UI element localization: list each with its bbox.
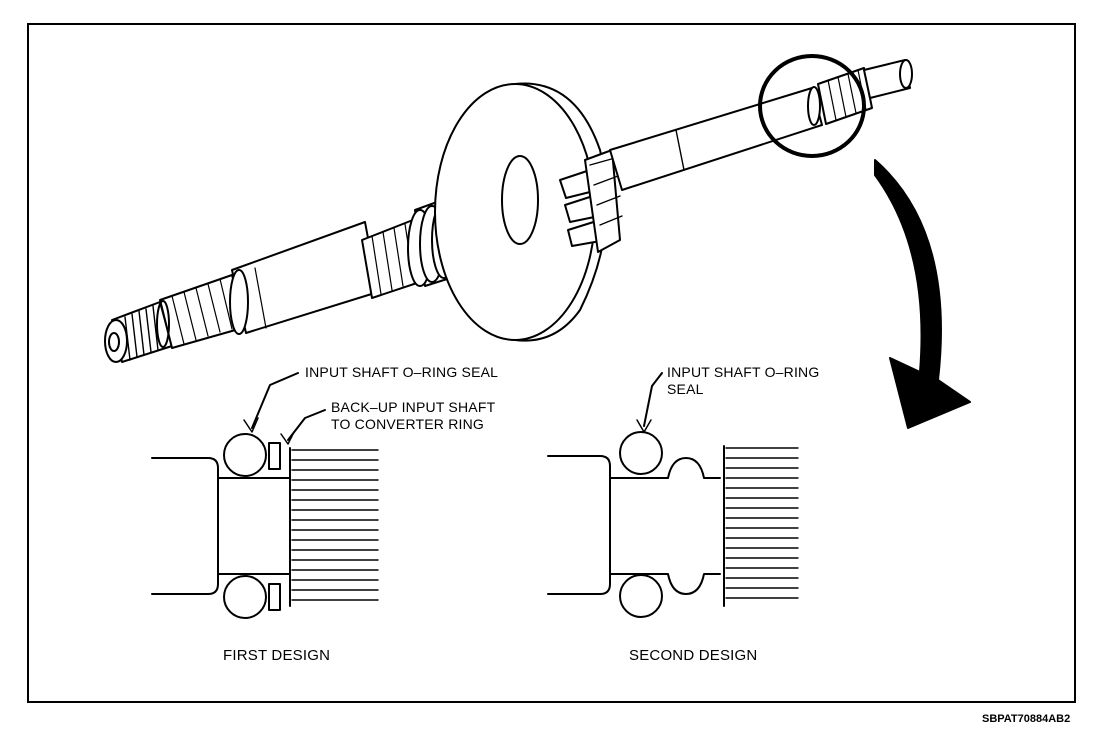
label-second-oring-seal-line2: SEAL [667, 381, 704, 397]
caption-first-design: FIRST DESIGN [223, 647, 331, 664]
leader-first-seal [251, 372, 299, 429]
spline-teeth-first [291, 449, 379, 601]
label-backup-ring-line1: BACK–UP INPUT SHAFT [331, 399, 496, 415]
shaft-body [229, 221, 379, 335]
leader-second-seal [643, 372, 663, 427]
second-design-diagram [547, 372, 799, 618]
input-shaft-illustration [104, 59, 913, 363]
shaft-pilot-end [863, 59, 913, 99]
label-second-oring-seal-line1: INPUT SHAFT O–RING [667, 364, 820, 380]
backup-ring-upper [268, 442, 281, 470]
leader-backup-ring [287, 409, 326, 441]
detail-circle [758, 54, 866, 158]
backup-ring-lower [268, 583, 281, 611]
detail-arrow [874, 159, 971, 429]
diagram-frame [27, 23, 1076, 703]
o-ring-lower-second [619, 574, 663, 618]
shaft-rear [609, 86, 823, 191]
gear-teeth [559, 149, 623, 253]
label-backup-ring-line2: TO CONVERTER RING [331, 416, 485, 432]
spline-teeth-second [725, 447, 799, 599]
o-ring-lower [223, 575, 267, 619]
reaction-disc [434, 82, 608, 342]
shaft-spline-front [156, 274, 247, 349]
o-ring-upper-second [619, 431, 663, 475]
label-first-oring-seal: INPUT SHAFT O–RING SEAL [305, 364, 499, 380]
o-ring-upper [223, 433, 267, 477]
reference-code: SBPAT70884AB2 [982, 713, 1071, 725]
caption-second-design: SECOND DESIGN [629, 647, 758, 664]
first-design-diagram [151, 372, 379, 619]
